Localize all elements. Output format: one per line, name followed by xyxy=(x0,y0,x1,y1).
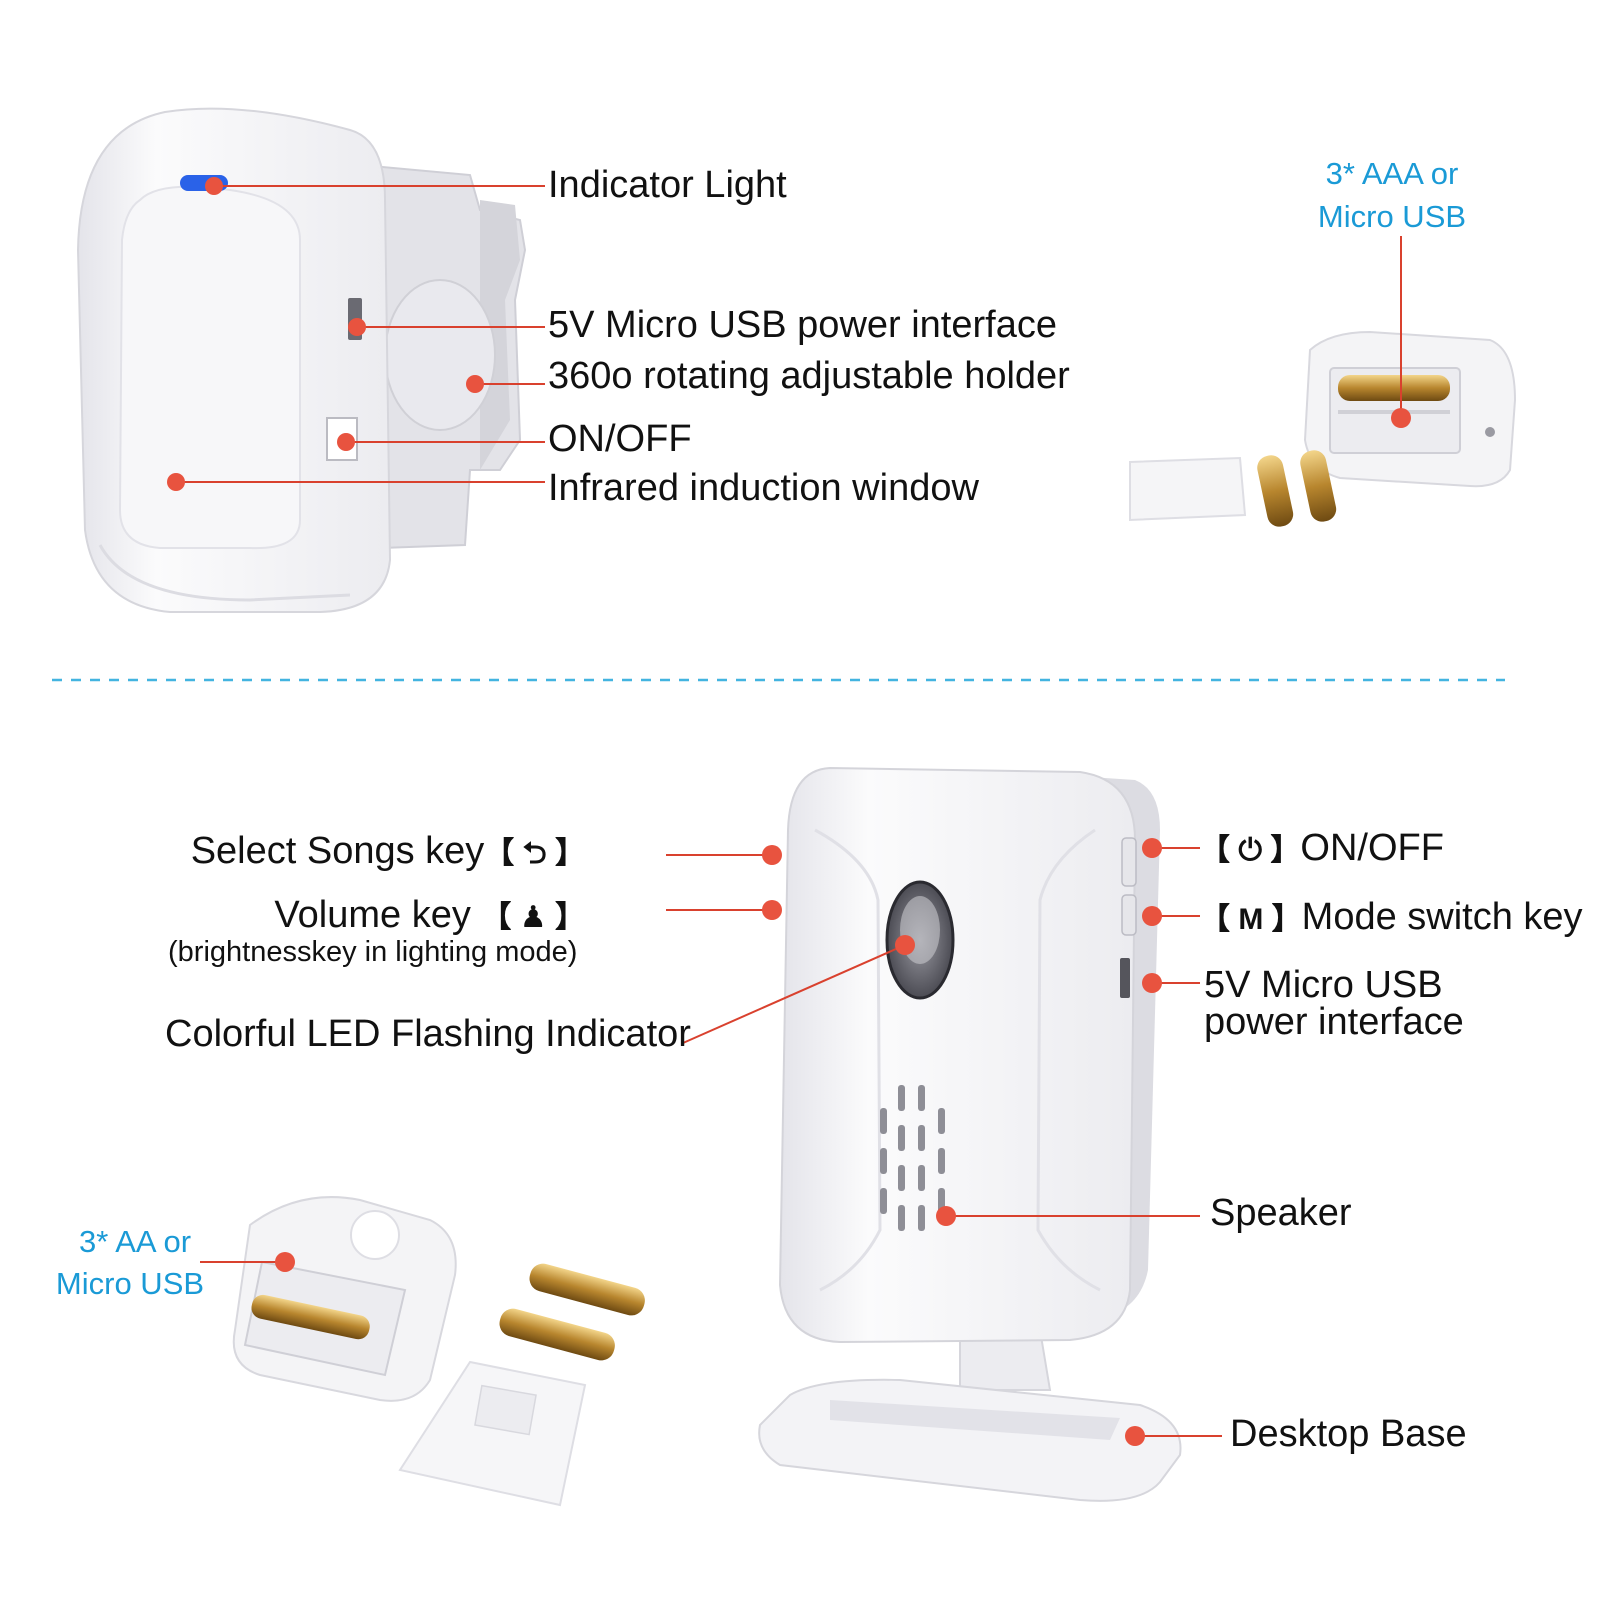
label-usb-power-interface: 5V Micro USB power interface xyxy=(548,304,1057,346)
dot-led xyxy=(895,935,915,955)
dot-on-off xyxy=(337,433,355,451)
label-receiver-usb-line2: power interface xyxy=(1204,1001,1464,1043)
sensor-leader-lines xyxy=(176,185,545,483)
power-icon: 【 ⏻ 】 xyxy=(1200,834,1301,867)
label-mode-switch-key: 【 M 】Mode switch key xyxy=(1200,898,1583,936)
dot-indicator-light xyxy=(205,177,223,195)
sensor-callout-dots xyxy=(167,177,484,491)
receiver-callout-dots xyxy=(762,838,1162,1446)
dot-volume xyxy=(762,900,782,920)
dot-select-songs xyxy=(762,845,782,865)
volume-icon: 【 ♟ 】 xyxy=(481,901,585,934)
volume-text: Volume key xyxy=(274,894,471,936)
receiver-illustration xyxy=(758,766,1182,1502)
mode-icon: 【 M 】 xyxy=(1200,903,1302,936)
label-select-songs-key: Select Songs key【 ⮌ 】 xyxy=(191,832,585,870)
label-receiver-on-off: 【 ⏻ 】ON/OFF xyxy=(1200,829,1444,867)
label-volume-key: Volume key 【 ♟ 】 xyxy=(274,896,585,934)
dot-mode xyxy=(1142,906,1162,926)
dot-base xyxy=(1125,1426,1145,1446)
select-songs-text: Select Songs key xyxy=(190,830,485,872)
dot-receiver-battery xyxy=(275,1252,295,1272)
label-speaker: Speaker xyxy=(1210,1192,1352,1234)
dot-infrared-window xyxy=(167,473,185,491)
motion-sensor-illustration xyxy=(76,107,527,613)
label-rotating-holder: 360o rotating adjustable holder xyxy=(548,355,1070,397)
dot-power xyxy=(1142,838,1162,858)
label-volume-note: (brightnesskey in lighting mode) xyxy=(168,936,578,968)
dot-usb-power xyxy=(348,318,366,336)
label-led-indicator: Colorful LED Flashing Indicator xyxy=(165,1013,691,1055)
label-sensor-on-off: ON/OFF xyxy=(548,418,692,460)
dot-sensor-battery xyxy=(1391,408,1411,428)
sensor-battery-caption-line2: Micro USB xyxy=(1317,199,1467,234)
sensor-battery-box-illustration xyxy=(1129,330,1517,527)
label-receiver-usb-line1: 5V Micro USB xyxy=(1204,964,1443,1006)
receiver-battery-box-illustration xyxy=(232,1196,645,1507)
sensor-battery-caption-line1: 3* AAA or xyxy=(1325,156,1459,191)
dot-speaker xyxy=(936,1206,956,1226)
dot-usb xyxy=(1142,973,1162,993)
power-text: ON/OFF xyxy=(1300,827,1444,869)
select-songs-icon: 【 ⮌ 】 xyxy=(484,837,585,870)
receiver-battery-caption-line1: 3* AA or xyxy=(78,1224,192,1259)
receiver-battery-caption-line2: Micro USB xyxy=(55,1266,205,1301)
dot-holder xyxy=(466,375,484,393)
label-indicator-light: Indicator Light xyxy=(548,164,787,206)
mode-text: Mode switch key xyxy=(1301,896,1583,938)
label-infrared-window: Infrared induction window xyxy=(548,467,979,509)
label-desktop-base: Desktop Base xyxy=(1230,1413,1467,1455)
